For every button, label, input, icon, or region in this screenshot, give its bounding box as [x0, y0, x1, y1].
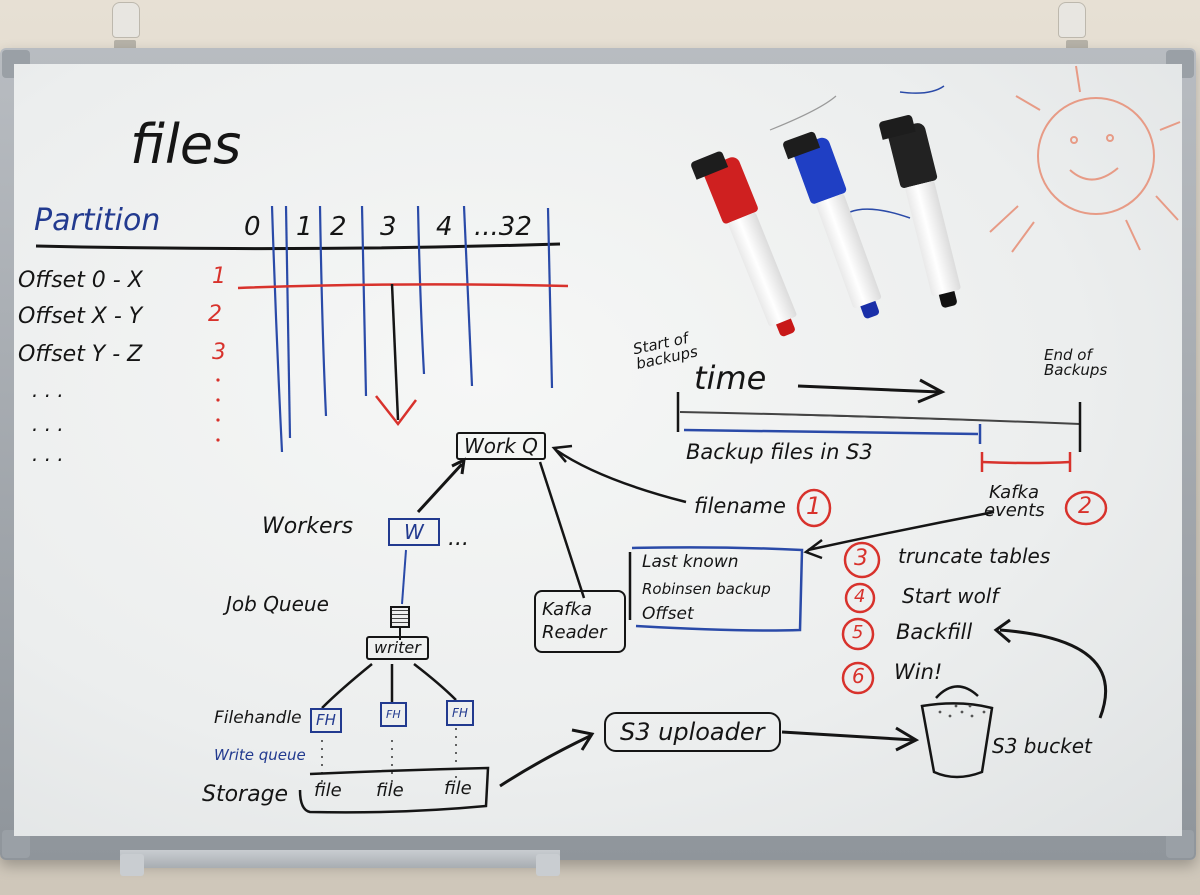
storage-file-3: file	[444, 778, 472, 799]
workers-more: ...	[448, 526, 469, 551]
fh-box-3: FH	[446, 700, 474, 726]
partition-1: 1	[296, 212, 313, 242]
offset-range-line	[237, 283, 569, 290]
s3-bucket-label: S3 bucket	[992, 734, 1092, 758]
s3-files-label: Backup files in S3	[686, 440, 873, 464]
board-title: files	[130, 113, 242, 176]
kafka-reader-box: Kafka Reader	[534, 590, 626, 653]
writer-box: writer	[366, 636, 429, 660]
timeline-time-label: time	[694, 359, 767, 397]
s3-uploader-box: S3 uploader	[604, 712, 781, 752]
job-queue-icon	[390, 606, 410, 628]
storage-file-1: file	[314, 780, 342, 801]
filename-label: filename	[694, 494, 786, 518]
storage-label: Storage	[202, 782, 289, 807]
tray-end-left	[120, 854, 144, 876]
work-queue-box: Work Q	[456, 432, 546, 460]
job-queue-label: Job Queue	[226, 592, 329, 616]
last-known-line-1: Last known	[642, 552, 739, 572]
step-6-text: Win!	[894, 660, 943, 684]
step-3-text: truncate tables	[898, 544, 1051, 568]
sun-doodle	[989, 65, 1181, 253]
last-known-line-3: Offset	[642, 604, 694, 624]
partition-0: 0	[244, 212, 261, 242]
partition-32: ...32	[474, 212, 532, 242]
step-6-num: 6	[852, 664, 865, 688]
row-label-3: Offset Y - Z	[18, 342, 143, 367]
partition-3: 3	[380, 212, 397, 242]
timeline-end-label: End of Backups	[1044, 346, 1108, 379]
step-2-num: 2	[1078, 494, 1092, 519]
bucket-dots	[938, 704, 986, 718]
step-circles	[796, 488, 1108, 695]
down-arrow-head	[375, 395, 417, 427]
step-1-num: 1	[806, 492, 822, 520]
marker-tray	[120, 850, 560, 868]
worker-box: W	[388, 518, 440, 546]
row-label-1: Offset 0 - X	[18, 268, 143, 293]
write-queue-label: Write queue	[214, 746, 306, 764]
step-4-text: Start wolf	[902, 584, 999, 608]
left-clip	[114, 40, 136, 50]
table-header-line	[35, 242, 561, 251]
partition-4: 4	[436, 212, 453, 242]
left-hanger	[112, 2, 140, 38]
tray-end-right	[536, 854, 560, 876]
fh-box-1: FH	[310, 708, 342, 733]
right-clip	[1066, 40, 1088, 50]
kafka-events-label: Kafka events	[984, 482, 1045, 521]
down-arrow-shaft	[390, 283, 400, 421]
step-3-num: 3	[854, 546, 868, 571]
row-index-3: 3	[212, 340, 226, 365]
row-dots	[216, 378, 220, 442]
filehandle-label: Filehandle	[214, 708, 302, 728]
right-hanger	[1058, 2, 1086, 38]
row-ellipsis-1: . . .	[32, 378, 64, 402]
row-index-2: 2	[208, 302, 222, 327]
fh-box-2: FH	[380, 702, 407, 727]
step-5-num: 5	[852, 622, 864, 643]
workers-label: Workers	[262, 514, 354, 539]
partition-dividers	[270, 205, 554, 453]
last-known-line-2: Robinsen backup	[642, 580, 771, 598]
row-index-1: 1	[212, 264, 226, 289]
row-ellipsis-3: . . .	[32, 442, 64, 466]
partition-header: Partition	[34, 203, 161, 238]
row-label-2: Offset X - Y	[18, 304, 143, 329]
step-5-text: Backfill	[896, 620, 973, 644]
row-ellipsis-2: . . .	[32, 412, 64, 436]
step-4-num: 4	[854, 586, 866, 607]
partition-2: 2	[330, 212, 347, 242]
bucket-outline	[920, 702, 994, 779]
storage-file-2: file	[376, 780, 404, 801]
